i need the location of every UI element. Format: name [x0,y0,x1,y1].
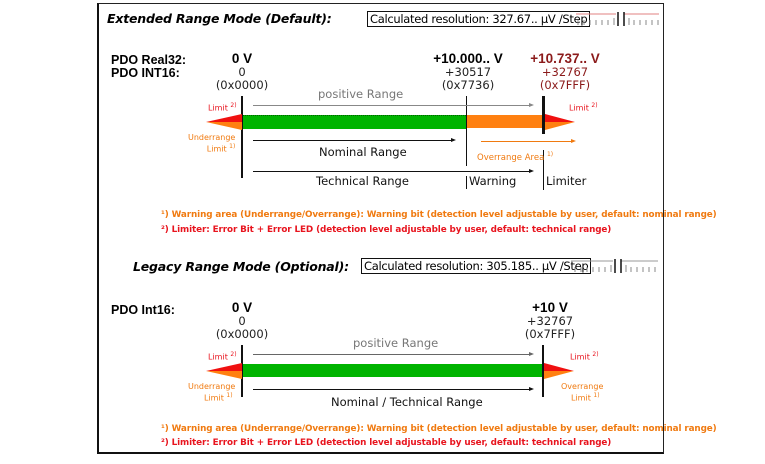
scale-icon [571,259,658,273]
arrowhead-icon [571,139,576,143]
legacy-point-zero-hex: (0x0000) [215,327,269,341]
point-zero: 0 V 0 (0x0000) [210,51,274,92]
legacy-zero-marker-line [241,345,243,397]
nominal-max-marker-line [466,96,467,166]
limit-right-label: Limit 2) [569,102,598,113]
legacy-overrange-triangle-icon [544,363,574,379]
arrowhead-icon [529,387,534,391]
legacy-point-max-dec: +32767 [526,314,574,328]
legacy-underrange-triangle-icon [206,363,242,379]
footnote-warning: ¹) Warning area (Underrange/Overrange): … [161,210,717,220]
legacy-positive-range-arrow [253,354,531,355]
overrange-area-label: Overrange Area 1) [477,151,554,163]
point-technical-max-dec: +32767 [541,65,589,79]
legacy-positive-range-label: positive Range [353,336,439,350]
point-technical-max-volt: +10.737.. V [530,51,600,66]
nominal-range-label: Nominal Range [319,145,407,159]
legacy-footnote-limiter: ²) Limiter: Error Bit + Error LED (detec… [161,438,612,448]
technical-max-marker-line [542,96,545,134]
legacy-point-max-volt: +10 V [532,300,568,315]
technical-range-label: Technical Range [316,174,409,188]
legacy-point-zero-dec: 0 [238,314,246,328]
point-nominal-max-dec: +30517 [444,65,492,79]
arrowhead-icon [451,138,456,142]
extended-mode-title: Extended Range Mode (Default): [107,11,332,26]
positive-range-label: positive Range [318,87,404,101]
legacy-mode-title: Legacy Range Mode (Optional): [133,259,349,274]
warning-marker-line [466,176,467,189]
legacy-overrange-limit-label: Overrange Limit 1) [561,382,604,403]
legacy-point-zero-volt: 0 V [231,300,253,315]
technical-range-arrow [253,171,531,172]
arrowhead-icon [529,169,534,173]
limiter-marker-line [543,150,544,190]
legacy-point-zero: 0 V 0 (0x0000) [210,300,274,341]
legacy-pdo-int16-label: PDO Int16: [111,303,175,317]
point-technical-max-hex: (0x7FFF) [539,78,591,92]
point-nominal-max: +10.000.. V +30517 (0x7736) [428,51,508,92]
footnote-limiter: ²) Limiter: Error Bit + Error LED (detec… [161,225,612,235]
legacy-max-marker-line [542,345,544,397]
point-zero-hex: (0x0000) [215,78,269,92]
legacy-nominal-technical-arrow [253,389,531,390]
legacy-limit-right-label: Limit 2) [570,351,599,362]
warning-label: Warning [469,174,517,188]
limiter-label: Limiter [546,174,587,188]
limit-left-label: Limit 2) [208,102,237,113]
point-zero-volt: 0 V [231,51,253,66]
point-technical-max: +10.737.. V +32767 (0x7FFF) [525,51,605,92]
nominal-range-arrow [253,140,453,141]
overrange-area-arrow [481,141,573,142]
point-zero-dec: 0 [238,65,246,79]
legacy-underrange-limit-label: Underrange Limit 1) [188,382,236,403]
legacy-point-max: +10 V +32767 (0x7FFF) [518,300,582,341]
positive-range-arrow [253,105,531,106]
zero-marker-line [241,96,243,178]
nominal-range-bar [243,115,466,129]
extended-resolution-box: Calculated resolution: 327.67.. µV /Step [367,11,591,27]
underrange-limit-label: Underrange Limit 1) [188,133,236,154]
legacy-nominal-technical-label: Nominal / Technical Range [331,395,483,409]
legacy-nominal-bar [243,364,542,377]
legacy-footnote-warning: ¹) Warning area (Underrange/Overrange): … [161,424,717,434]
arrowhead-icon [529,352,534,356]
point-nominal-max-volt: +10.000.. V [433,51,503,66]
underrange-triangle-icon [206,114,242,130]
scale-icon [576,12,659,26]
legacy-point-max-hex: (0x7FFF) [524,327,576,341]
overrange-triangle-icon [545,114,575,130]
overrange-bar [467,115,542,128]
diagram-frame [97,3,664,454]
legacy-limit-left-label: Limit 2) [208,351,237,362]
pdo-int16-label: PDO INT16: [111,66,180,80]
legacy-resolution-box: Calculated resolution: 305.185.. µV /Ste… [361,258,592,274]
point-nominal-max-hex: (0x7736) [441,78,495,92]
arrowhead-icon [529,103,534,107]
pdo-real32-label: PDO Real32: [111,53,187,67]
